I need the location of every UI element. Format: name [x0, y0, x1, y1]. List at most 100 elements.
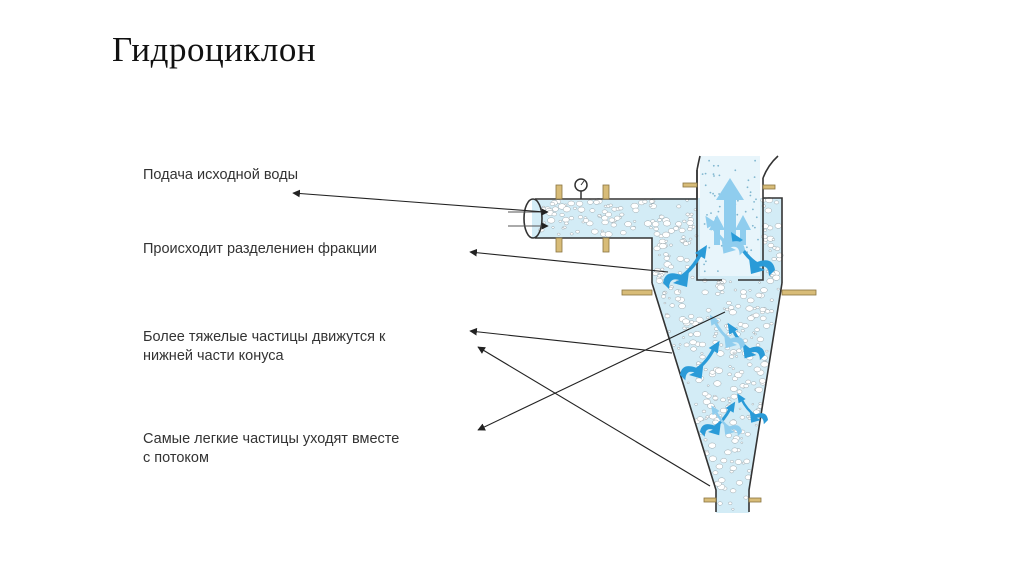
particle [722, 307, 726, 310]
particle [678, 227, 686, 233]
particle [690, 275, 695, 279]
particle [632, 220, 637, 223]
swirl-flow-arrow [700, 401, 736, 437]
particle [695, 377, 703, 383]
particle [734, 459, 742, 465]
label-heavy-line-1: Более тяжелые частицы движутся к [143, 329, 386, 345]
particle [731, 447, 738, 453]
particle [662, 291, 667, 295]
particle [701, 289, 709, 295]
particle [740, 293, 747, 299]
particle [732, 351, 736, 355]
particle [740, 289, 747, 295]
particle [567, 200, 575, 207]
particle [708, 442, 717, 449]
particle [729, 419, 737, 426]
particle [739, 370, 745, 375]
particle [576, 200, 584, 207]
particle [755, 292, 763, 298]
particle [690, 346, 697, 352]
particle [601, 219, 609, 226]
particle [693, 331, 702, 337]
particle [591, 228, 599, 235]
particle [559, 213, 565, 217]
particle [688, 237, 693, 241]
particle [632, 207, 640, 213]
label-separation: Происходит разделениен фракции [143, 240, 377, 259]
particle [667, 330, 671, 333]
particle [642, 199, 648, 204]
particle [727, 399, 732, 403]
particle [561, 227, 565, 230]
fine-particle [751, 224, 754, 227]
hydrocyclone-outline [523, 155, 783, 512]
particle [589, 208, 596, 213]
callout-arrow-feed [292, 189, 546, 213]
particle [760, 287, 768, 293]
particle [720, 407, 727, 414]
particle [701, 409, 707, 414]
fine-particle [712, 164, 715, 167]
particle [745, 379, 751, 385]
particle [743, 495, 749, 500]
particle [624, 221, 632, 227]
particle [720, 281, 724, 284]
particle [768, 249, 772, 253]
fine-particle [718, 174, 721, 177]
particle [695, 316, 704, 323]
particle [703, 368, 708, 372]
particle [714, 331, 719, 336]
particle [685, 212, 690, 217]
particle [682, 318, 690, 325]
particle [704, 417, 708, 420]
particle [684, 258, 690, 263]
fine-particle [703, 270, 706, 273]
label-feed-water: Подача исходной воды [143, 166, 298, 185]
particle [648, 204, 653, 207]
particle [752, 331, 756, 334]
particle [712, 395, 719, 401]
fine-particle [757, 238, 759, 241]
fine-particle [746, 186, 749, 189]
particle [740, 437, 743, 440]
particle [736, 389, 743, 394]
particle [608, 203, 613, 207]
particle [619, 212, 625, 217]
particle [715, 367, 723, 374]
particle [759, 307, 766, 313]
fine-particle [703, 223, 706, 225]
particle [772, 246, 777, 250]
particle [726, 396, 731, 400]
particle [731, 508, 735, 511]
particle [706, 316, 710, 319]
fine-particle [753, 176, 756, 179]
particle [745, 305, 754, 312]
particle [709, 370, 716, 375]
particle [643, 220, 652, 227]
particle [614, 215, 621, 221]
particle [649, 226, 653, 230]
label-feed-text: Подача исходной воды [143, 167, 299, 183]
label-heavy-particles: Более тяжелые частицы движутся к нижней … [143, 328, 385, 366]
particle [604, 231, 613, 238]
particle [542, 221, 546, 224]
particle [679, 239, 685, 243]
particle [577, 206, 586, 213]
fine-particle [712, 192, 714, 195]
swirl-flow-arrow [663, 245, 707, 289]
fine-particle [706, 214, 708, 216]
particle [743, 383, 749, 389]
fine-particle [710, 212, 712, 215]
swirl-flow-arrow [705, 215, 745, 256]
callout-arrow-heavy [469, 327, 673, 354]
fine-particle [720, 244, 723, 247]
particle [600, 229, 604, 233]
particle [562, 216, 570, 223]
particle [583, 218, 589, 223]
particle [664, 239, 668, 243]
particle [764, 207, 772, 214]
particle [708, 455, 717, 462]
particle [763, 238, 768, 242]
particle [729, 460, 734, 464]
